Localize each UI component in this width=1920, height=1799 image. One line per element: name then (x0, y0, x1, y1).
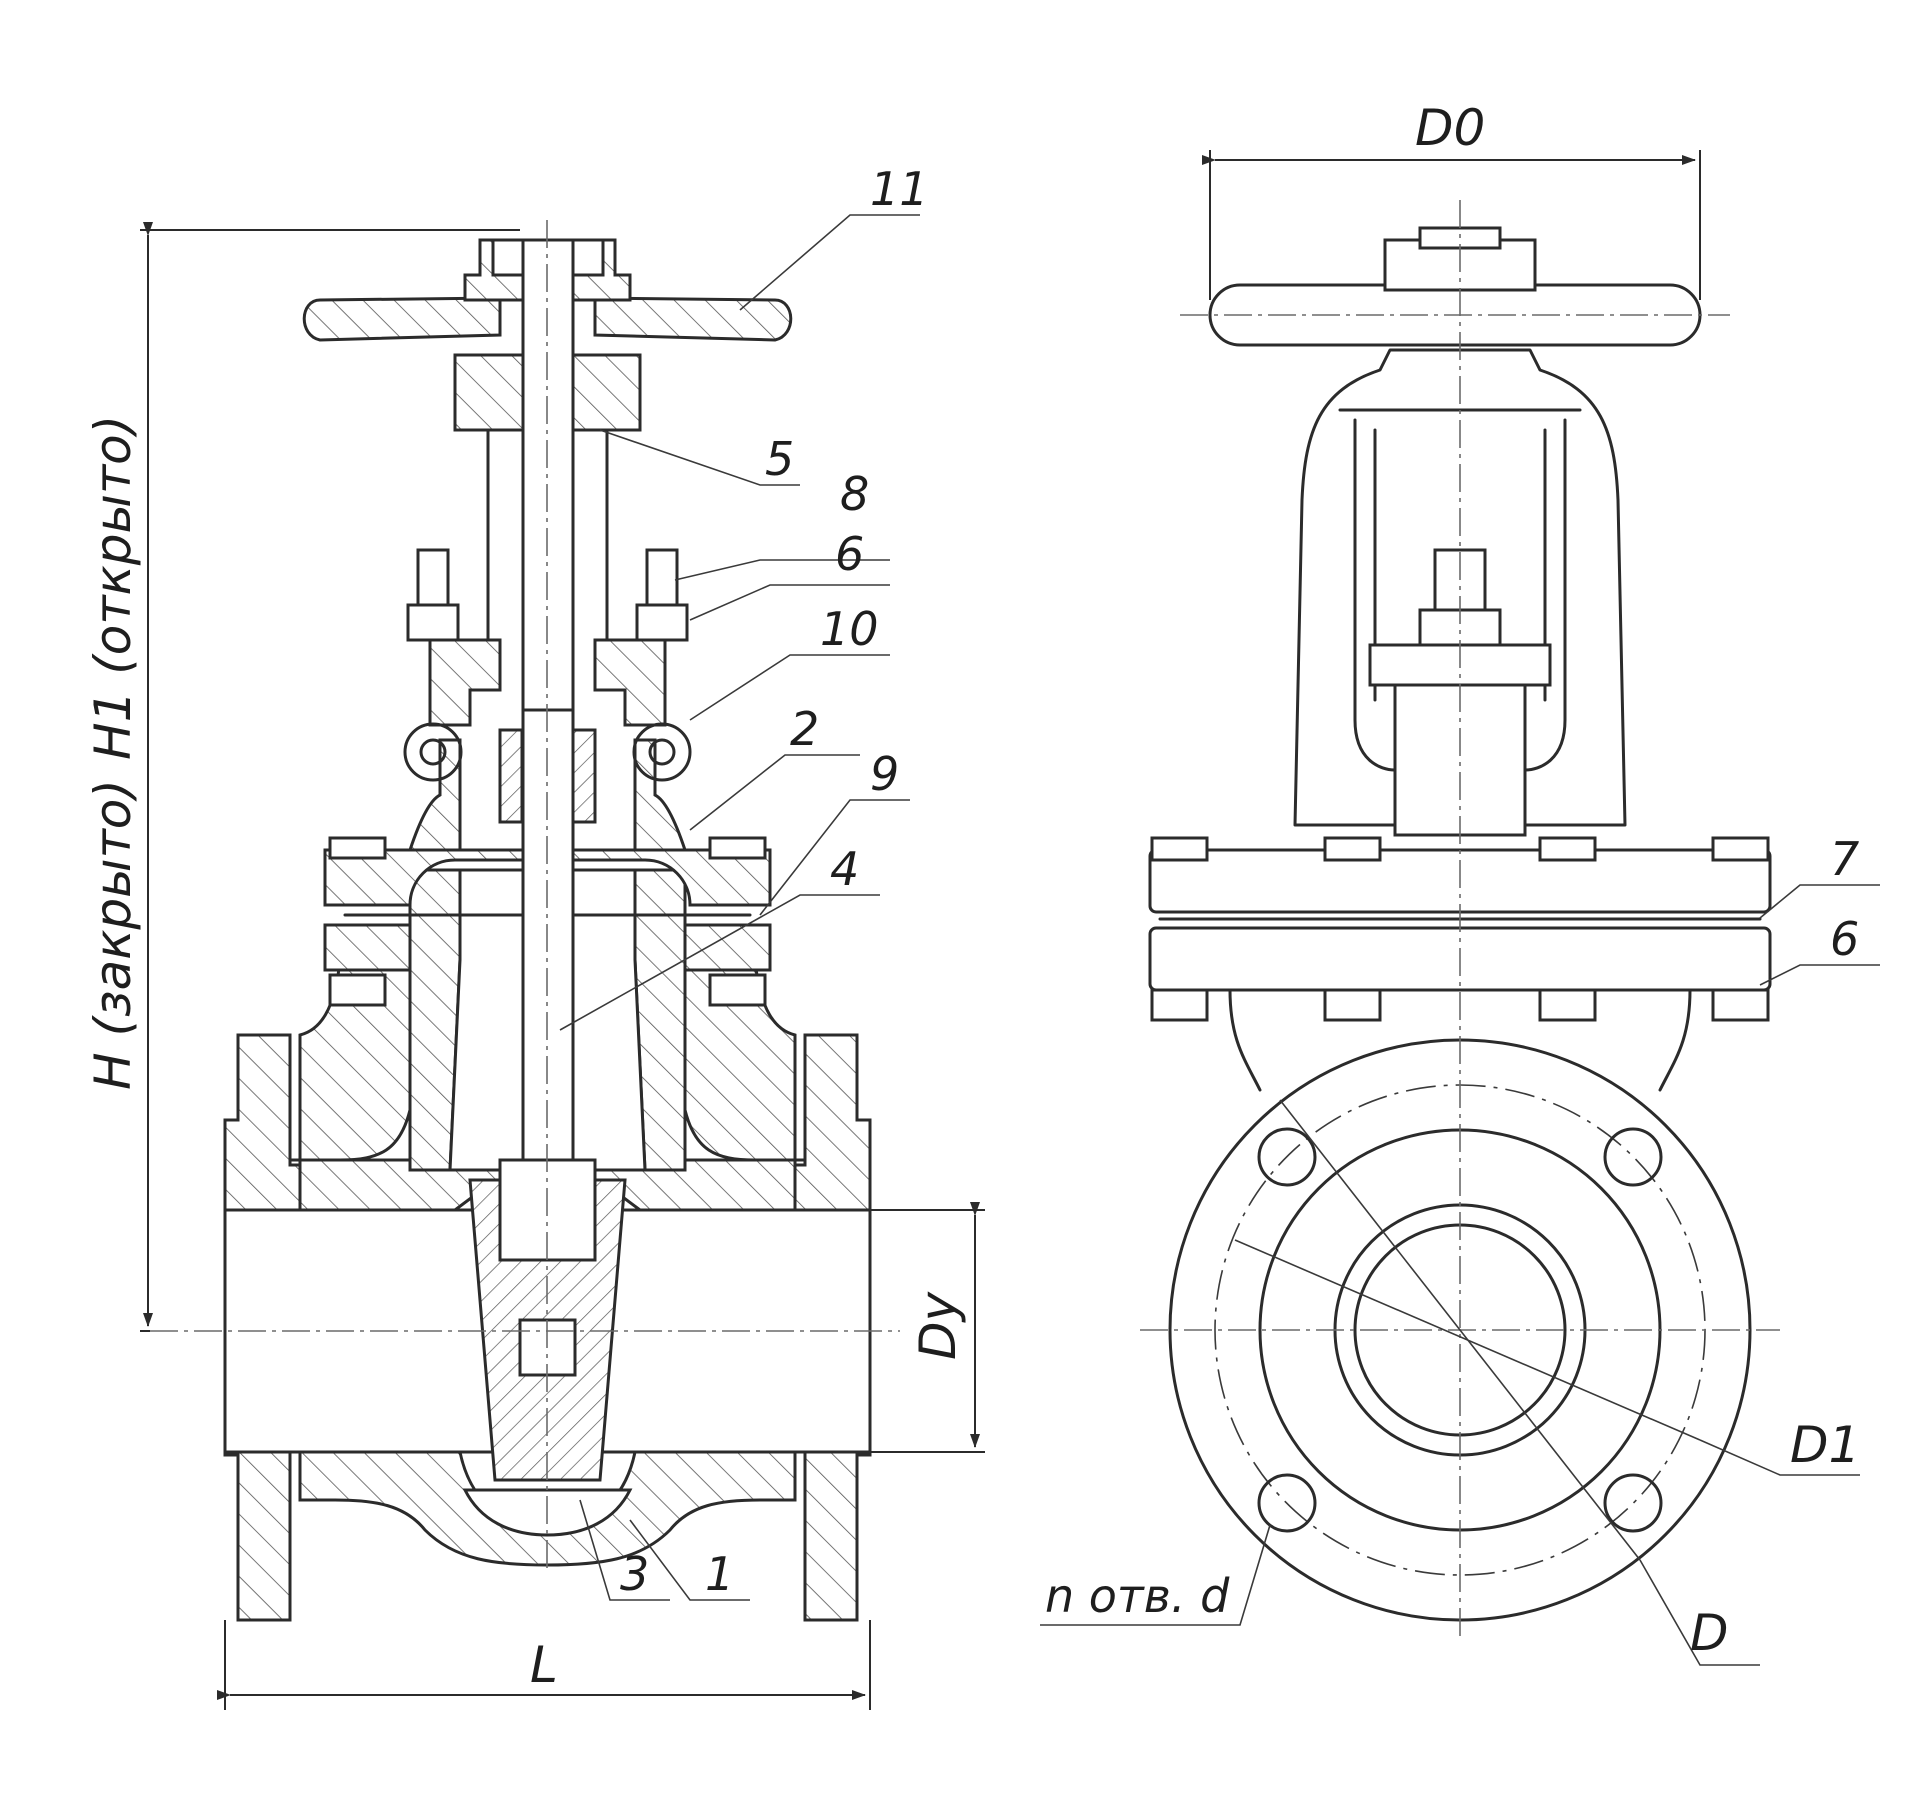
stud-right (645, 548, 679, 612)
dim-h1-label: H1 (открыто) (84, 415, 142, 760)
label-4: 4 (830, 842, 859, 896)
dim-l-label: L (530, 1636, 558, 1694)
packing-left (498, 728, 524, 824)
dim-h: H1 (открыто) H (закрыто) (84, 222, 520, 1332)
yoke (1293, 348, 1627, 827)
label-8: 8 (840, 467, 869, 521)
bolt-hole (1257, 1127, 1317, 1187)
side-view (1140, 200, 1780, 1640)
dim-d0: D0 (1202, 99, 1701, 300)
dim-dy: Dy (870, 1202, 985, 1453)
dim-h-label: H (закрыто) (84, 779, 142, 1090)
stud-left (416, 548, 450, 612)
packing-right (571, 728, 597, 824)
dim-d1-label: D1 (1790, 1416, 1860, 1474)
label-10: 10 (820, 602, 879, 656)
bolt-nut (328, 836, 387, 860)
bonnet-flange (323, 848, 772, 907)
dim-dy-label: Dy (909, 1290, 967, 1360)
label-3: 3 (620, 1547, 649, 1601)
label-5: 5 (765, 432, 794, 486)
gland-flange-r (593, 638, 667, 727)
label-9: 9 (870, 747, 899, 801)
eyebolt-left (403, 722, 463, 782)
left-leaders: 11 5 8 6 10 2 9 4 3 1 (559, 162, 929, 1601)
label-1: 1 (705, 1547, 734, 1601)
dim-d0-label: D0 (1415, 99, 1485, 157)
dim-holes-label: n отв. d (1045, 1569, 1230, 1623)
label-7: 7 (1830, 832, 1859, 886)
handwheel (302, 296, 502, 342)
dim-l: L (217, 1620, 871, 1710)
section-view (150, 220, 900, 1622)
right-leaders: 7 6 D1 D n отв. d (1040, 832, 1880, 1666)
gland-flange (428, 638, 502, 727)
label-11: 11 (870, 162, 929, 216)
label-6b: 6 (1830, 912, 1859, 966)
bonnet-body (407, 738, 462, 852)
label-6a: 6 (835, 527, 864, 581)
body-flange (323, 923, 412, 972)
dim-d-label: D (1690, 1604, 1729, 1662)
eyebolt-right (632, 722, 692, 782)
stem (521, 238, 575, 1162)
body-flange-r (683, 923, 772, 972)
label-2: 2 (790, 702, 819, 756)
bonnet-body-r (633, 738, 688, 852)
